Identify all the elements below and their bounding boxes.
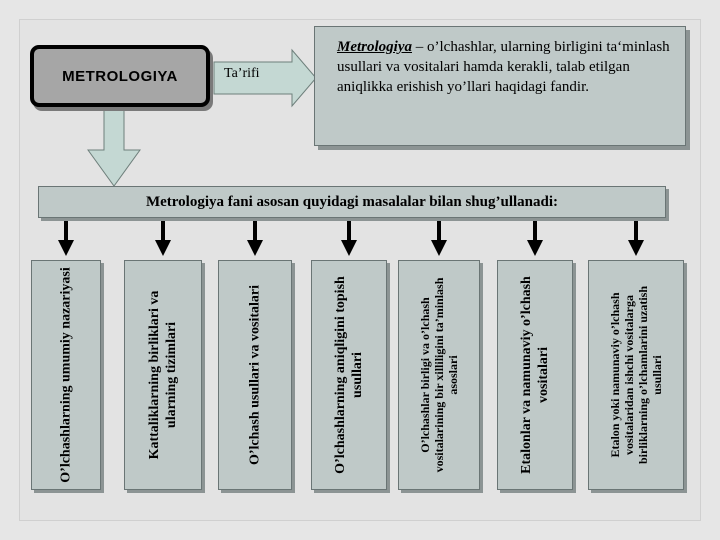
definition-text: – o’lchashlar, ularning birligini ta‘min…	[337, 39, 670, 95]
column-arrow-head	[247, 240, 263, 256]
column-5: O’lchashlar birligi va o’lchash vositala…	[398, 260, 480, 490]
column-5-text: O’lchashlar birligi va o’lchash vositala…	[418, 277, 460, 473]
metrologiya-box: METROLOGIYA	[30, 45, 210, 107]
column-6: Etalonlar va namunaviy o’lchash vositala…	[497, 260, 573, 490]
column-arrow-head	[58, 240, 74, 256]
column-arrow-head	[527, 240, 543, 256]
column-arrow-head	[155, 240, 171, 256]
definition-box: Metrologiya – o’lchashlar, ularning birl…	[314, 26, 686, 146]
column-1-text: O’lchashlarning umumiy nazariyasi	[58, 267, 74, 483]
column-6-text: Etalonlar va namunaviy o’lchash vositala…	[519, 276, 551, 474]
column-4: O’lchashlarning aniqligini topish usulla…	[311, 260, 387, 490]
column-7: Etalon yoki namunaviy o’lchash vositalar…	[588, 260, 684, 490]
column-arrow-head	[341, 240, 357, 256]
column-2-text: Kattaliklarning birliklari va ularning t…	[147, 290, 179, 460]
column-7-text: Etalon yoki namunaviy o’lchash vositalar…	[608, 285, 664, 465]
column-3: O’lchash usullari va vositalari	[218, 260, 292, 490]
column-3-text: O’lchash usullari va vositalari	[247, 284, 263, 466]
tasks-header: Metrologiya fani asosan quyidagi masalal…	[38, 186, 666, 218]
definition-term: Metrologiya	[337, 39, 412, 55]
column-4-text: O’lchashlarning aniqligini topish usulla…	[333, 276, 365, 474]
down-arrow	[87, 109, 141, 187]
definition-arrow-label: Ta’rifi	[224, 66, 260, 81]
column-arrow-head	[431, 240, 447, 256]
column-1: O’lchashlarning umumiy nazariyasi	[31, 260, 101, 490]
definition-arrow	[213, 48, 317, 108]
column-2: Kattaliklarning birliklari va ularning t…	[124, 260, 202, 490]
column-arrow-head	[628, 240, 644, 256]
column-arrows	[58, 220, 644, 256]
